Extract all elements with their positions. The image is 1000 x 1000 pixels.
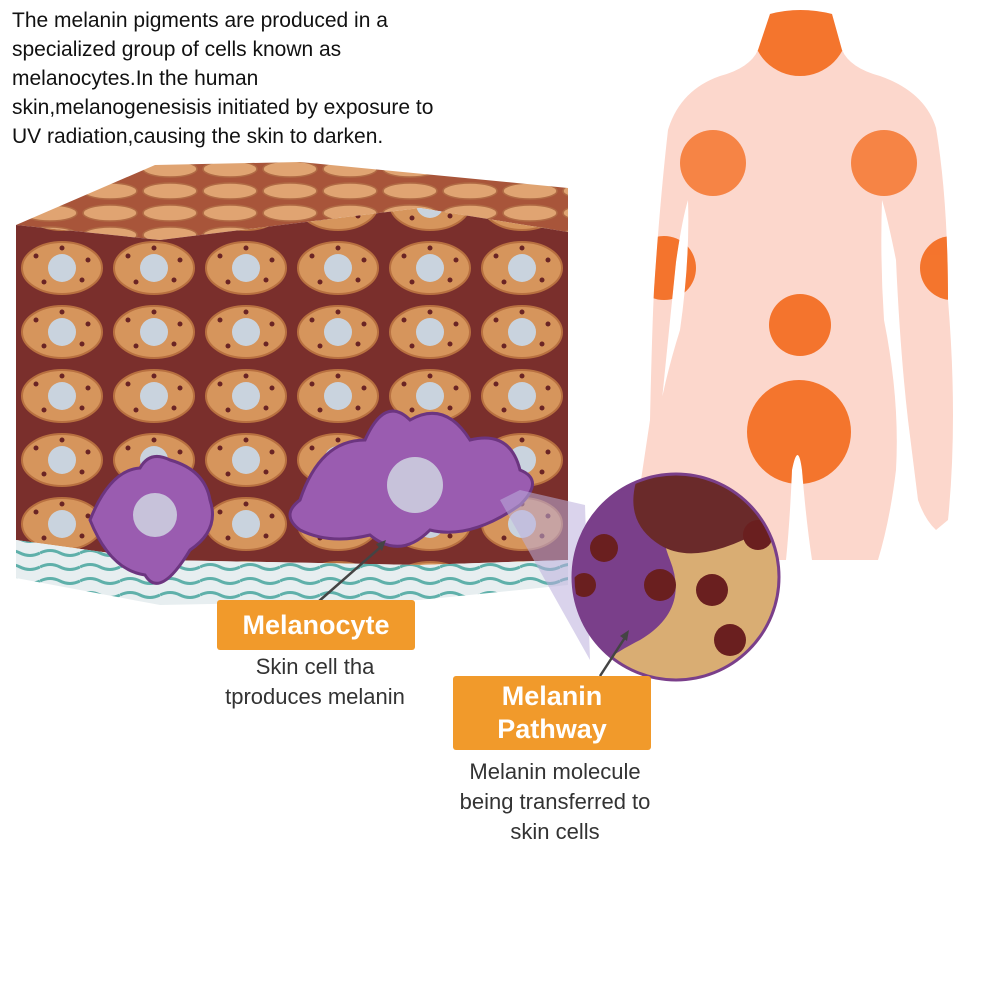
- melanocyte-label: Melanocyte: [217, 600, 415, 650]
- melanin-granule: [696, 574, 728, 606]
- melanin-granule: [644, 569, 676, 601]
- melanocyte-pointer: [317, 544, 384, 603]
- spot-shoulder-left: [680, 130, 746, 196]
- intro-text: The melanin pigments are produced in a s…: [12, 9, 434, 148]
- dermis-layer: [16, 540, 568, 605]
- skin-surface: [16, 162, 568, 240]
- melanin-granule: [590, 534, 618, 562]
- zoom-wedge: [500, 490, 590, 660]
- melanin-granule: [573, 573, 596, 597]
- spot-abdomen: [769, 294, 831, 356]
- spot-pelvis: [747, 380, 851, 484]
- melanin-granule: [714, 624, 746, 656]
- spot-neck: [752, 10, 848, 76]
- melanocyte-description: Skin cell tha tproduces melanin: [225, 654, 405, 709]
- melanin-pathway-description: Melanin molecule being transferred to sk…: [459, 759, 651, 844]
- spot-shoulder-right: [851, 130, 917, 196]
- melanin-pathway-label: Melanin Pathway: [453, 676, 651, 750]
- pathway-pointer: [598, 635, 628, 677]
